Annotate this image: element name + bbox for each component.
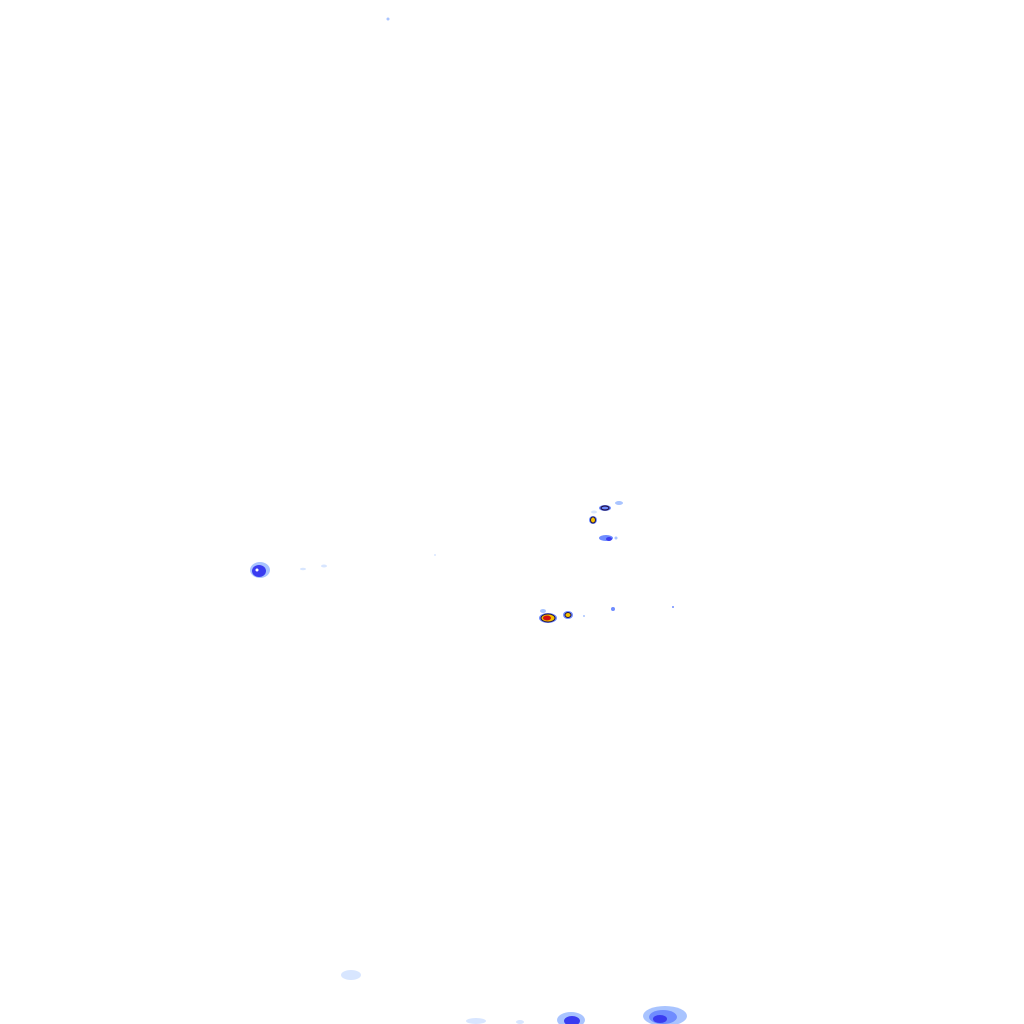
map-background bbox=[0, 0, 1024, 1024]
radar-overlay-map bbox=[0, 0, 1024, 1024]
